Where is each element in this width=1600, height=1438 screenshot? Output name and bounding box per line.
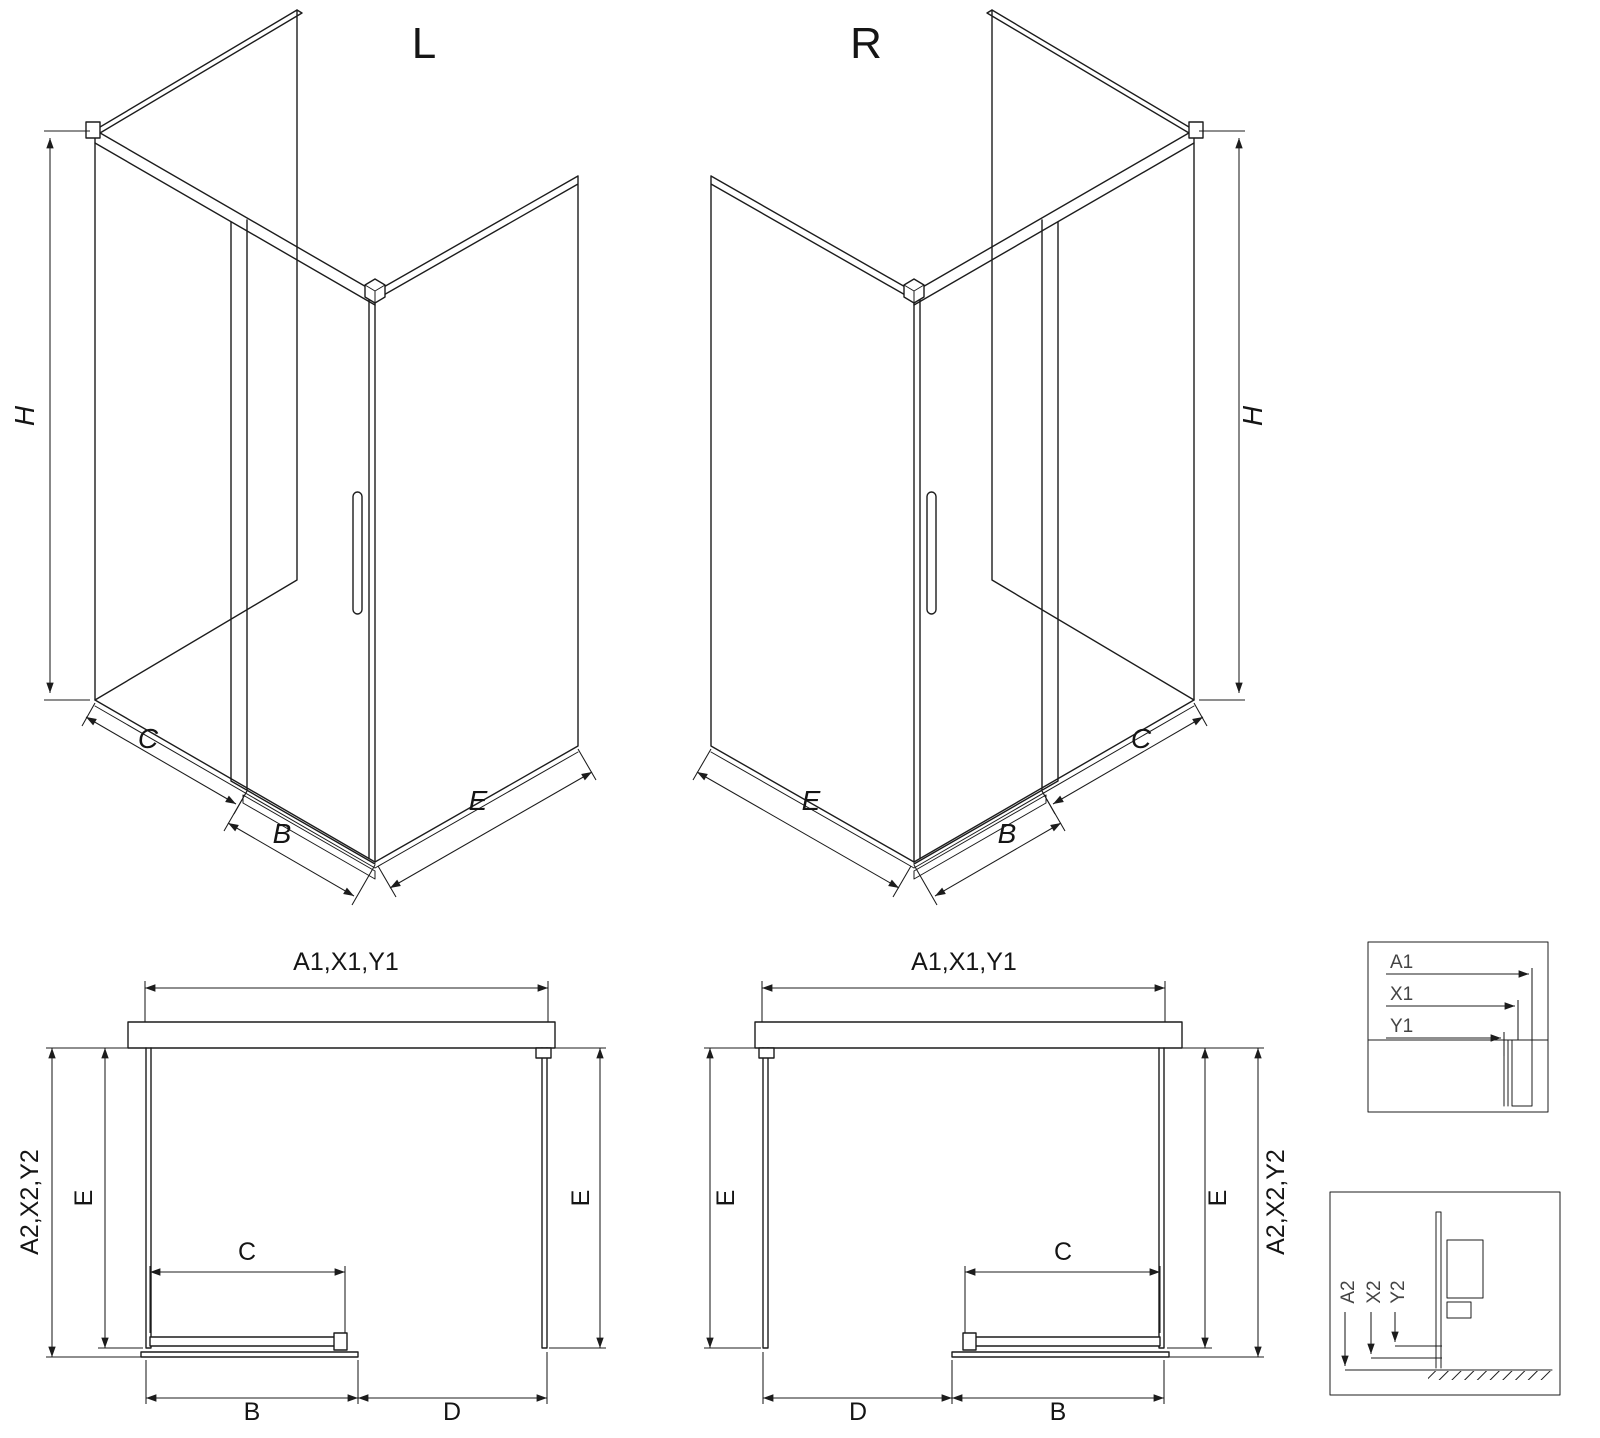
dim-label-fixed-left: C — [138, 723, 159, 754]
plan-left-depth-dim: A2,X2,Y2 — [16, 1149, 44, 1255]
view-label-right: R — [850, 19, 882, 68]
detail-label-y2: Y2 — [1388, 1280, 1409, 1303]
plan-left-left-side-dim: E — [70, 1190, 98, 1207]
iso-view-left: L H C B E — [9, 10, 596, 905]
dim-label-side-right: E — [802, 785, 821, 816]
dim-label-door-right: B — [998, 818, 1017, 849]
plan-right-width-dim: A1,X1,Y1 — [911, 948, 1017, 976]
detail-label-a2: A2 — [1338, 1280, 1359, 1303]
plan-left-front-dim: B — [244, 1398, 261, 1426]
plan-right-door-dim: C — [1054, 1238, 1072, 1266]
detail-top-profile: A1 X1 Y1 — [1367, 941, 1549, 1113]
dim-label-height-right: H — [1237, 405, 1268, 426]
plan-left-right-side-dim: E — [567, 1190, 595, 1207]
dim-label-height-left: H — [9, 405, 40, 426]
plan-right-opening-dim: D — [849, 1398, 867, 1426]
plan-right-geometry — [704, 981, 1264, 1404]
view-label-left: L — [412, 19, 436, 68]
plan-view-left: A1,X1,Y1 A2,X2,Y2 E C B D E — [16, 948, 606, 1426]
plan-right-front-dim: B — [1050, 1398, 1067, 1426]
plan-left-geometry — [46, 981, 606, 1404]
detail-bottom-profile: A2 X2 Y2 — [1329, 1191, 1561, 1396]
dim-label-fixed-right: C — [1131, 723, 1152, 754]
plan-left-width-dim: A1,X1,Y1 — [293, 948, 399, 976]
detail-label-x2: X2 — [1364, 1280, 1385, 1303]
iso-left-geometry — [44, 10, 596, 905]
detail-label-x1: X1 — [1390, 984, 1413, 1005]
plan-right-right-side-dim: E — [1204, 1190, 1232, 1207]
dim-label-door-left: B — [273, 818, 292, 849]
plan-right-depth-dim: A2,X2,Y2 — [1262, 1149, 1290, 1255]
plan-view-right: A1,X1,Y1 E C D B E A2,X2,Y2 — [704, 948, 1290, 1426]
dim-label-side-left: E — [469, 785, 488, 816]
detail-label-a1: A1 — [1390, 952, 1413, 973]
iso-view-right: R H E B C — [693, 10, 1268, 905]
plan-right-left-side-dim: E — [712, 1190, 740, 1207]
plan-left-door-dim: C — [238, 1238, 256, 1266]
detail-label-y1: Y1 — [1390, 1016, 1413, 1037]
iso-right-geometry — [693, 10, 1245, 905]
plan-left-opening-dim: D — [443, 1398, 461, 1426]
